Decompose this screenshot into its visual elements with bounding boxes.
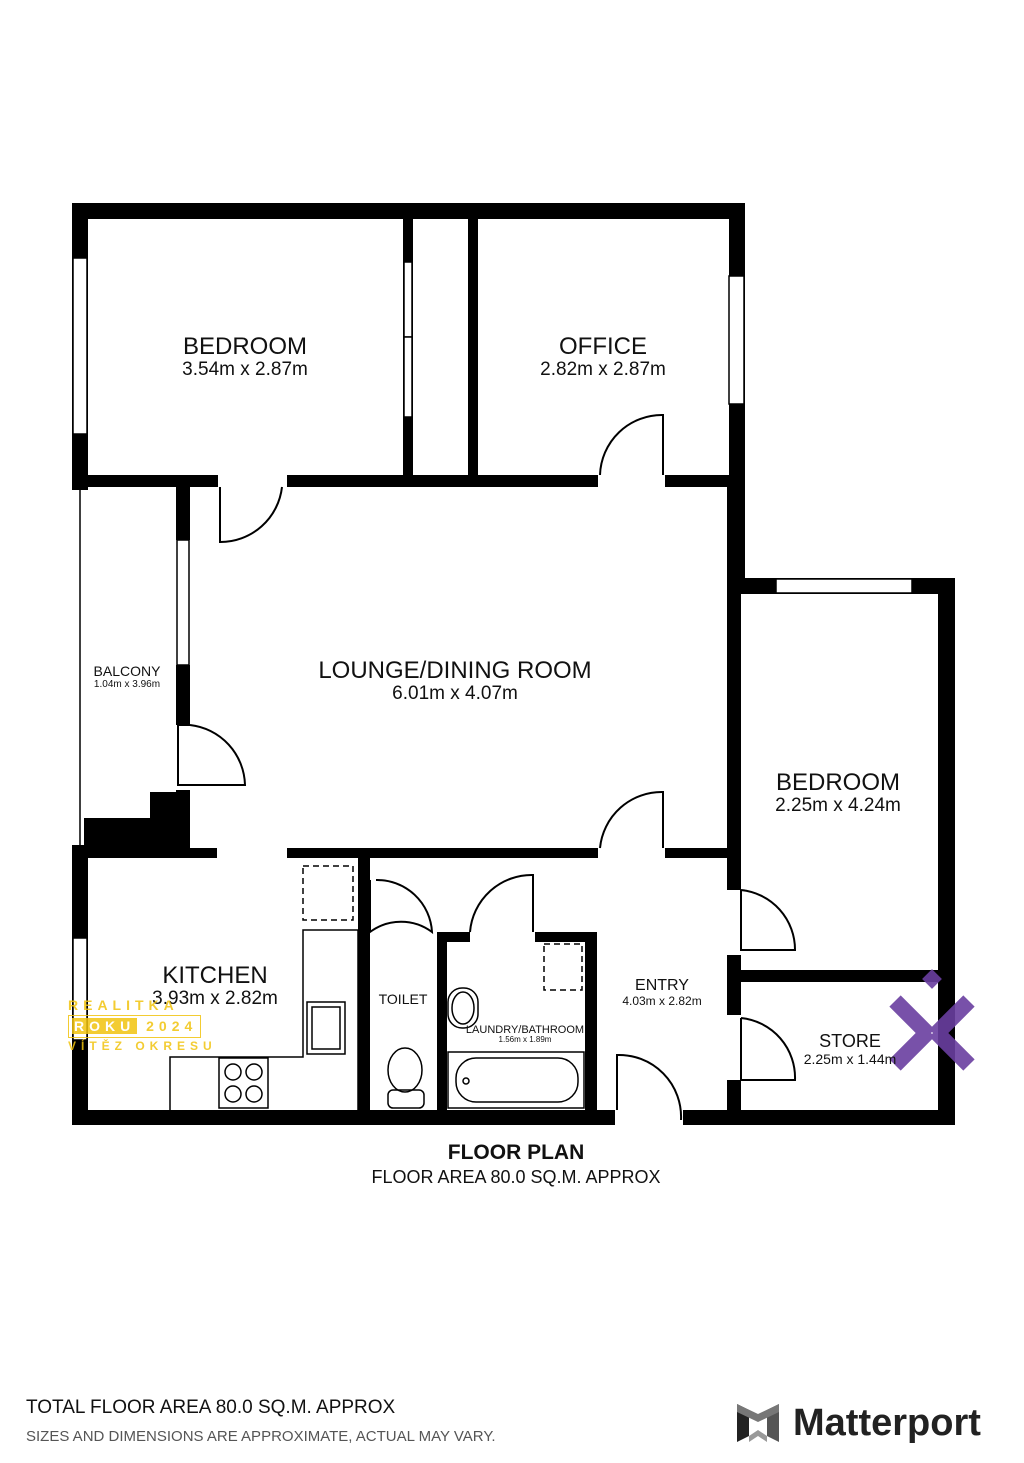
brand-name: Matterport — [793, 1401, 981, 1444]
fixtures — [169, 865, 585, 1110]
room-bedroom-1: BEDROOM 3.54m x 2.87m — [182, 333, 308, 381]
watermark-roku: ROKU — [72, 1018, 138, 1035]
watermark-line-2: ROKU 2024 — [68, 1015, 202, 1038]
room-balcony: BALCONY 1.04m x 3.96m — [93, 663, 161, 691]
matterport-logo-icon — [737, 1404, 779, 1442]
room-office: OFFICE 2.82m x 2.87m — [540, 333, 666, 381]
room-name: BEDROOM — [775, 769, 901, 796]
windows — [72, 257, 913, 1041]
room-entry: ENTRY 4.03m x 2.82m — [622, 977, 701, 1008]
room-name: ENTRY — [635, 977, 689, 994]
room-store: STORE 2.25m x 1.44m — [803, 1031, 897, 1067]
room-name: LOUNGE/DINING ROOM — [318, 657, 592, 684]
room-dims: 6.01m x 4.07m — [392, 683, 518, 705]
room-name: KITCHEN — [162, 962, 268, 989]
room-dims: 2.25m x 1.44m — [803, 1050, 897, 1067]
room-name: BEDROOM — [182, 333, 308, 360]
room-toilet: TOILET — [378, 991, 428, 1007]
room-dims: 2.25m x 4.24m — [775, 795, 901, 817]
plan-title: FLOOR PLAN — [447, 1141, 585, 1164]
room-laundry: LAUNDRY/BATHROOM 1.56m x 1.89m — [466, 1024, 584, 1045]
total-floor-area: TOTAL FLOOR AREA 80.0 SQ.M. APPROX — [26, 1397, 396, 1418]
room-dims: 4.03m x 2.82m — [622, 993, 702, 1008]
watermark-year: 2024 — [146, 1018, 198, 1035]
room-name: TOILET — [378, 991, 428, 1007]
logo-x-icon — [889, 969, 975, 1071]
room-name: LAUNDRY/BATHROOM — [465, 1024, 585, 1036]
watermark-line-3: VÍTĚZ OKRESU — [68, 1038, 217, 1053]
plan-subtitle: FLOOR AREA 80.0 SQ.M. APPROX — [371, 1167, 661, 1188]
room-dims: 3.54m x 2.87m — [182, 359, 308, 381]
room-kitchen: KITCHEN 3.93m x 2.82m — [152, 962, 278, 1010]
award-watermark: REALITKA ROKU 2024 VÍTĚZ OKRESU — [68, 995, 217, 1055]
room-dims: 1.04m x 3.96m — [93, 679, 161, 691]
room-bedroom-2: BEDROOM 2.25m x 4.24m — [775, 769, 901, 817]
watermark-line-1: REALITKA — [68, 997, 179, 1013]
room-lounge: LOUNGE/DINING ROOM 6.01m x 4.07m — [318, 657, 592, 705]
room-dims: 2.82m x 2.87m — [540, 359, 666, 381]
disclaimer: SIZES AND DIMENSIONS ARE APPROXIMATE, AC… — [26, 1428, 496, 1445]
room-name: STORE — [819, 1031, 881, 1051]
matterport-logo: Matterport — [735, 1400, 981, 1446]
room-name: BALCONY — [93, 663, 161, 679]
doors — [177, 413, 797, 1121]
room-dims: 1.56m x 1.89m — [498, 1035, 552, 1045]
room-dims: 3.93m x 2.82m — [152, 988, 278, 1010]
room-name: OFFICE — [558, 333, 647, 360]
plan-caption: FLOOR PLAN FLOOR AREA 80.0 SQ.M. APPROX — [371, 1141, 660, 1188]
